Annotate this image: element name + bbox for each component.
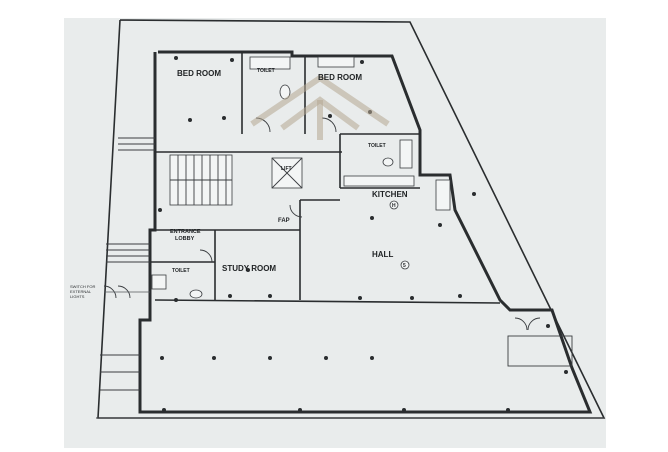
kitchen-marker-text: H [392, 203, 396, 209]
label-lift: LIFT [281, 166, 292, 172]
hall-marker-circle [400, 260, 410, 270]
kitchen-marker-circle [389, 200, 399, 210]
toilet-fixtures [151, 56, 413, 299]
label-toilet-1: TOILET [257, 68, 275, 74]
switch-note-line2: EXTERNAL [70, 289, 92, 294]
door-swings [103, 117, 541, 331]
kitchen-counters [343, 175, 451, 211]
label-entrance: ENTRANCE [170, 229, 201, 235]
switch-note-line1: SWITCH FOR [70, 284, 95, 289]
label-toilet-2: TOILET [368, 143, 386, 149]
label-study-room: STUDY ROOM [222, 264, 276, 273]
label-fap: FAP [278, 218, 290, 224]
label-bed-room-1: BED ROOM [177, 69, 221, 78]
watermark-logo [250, 74, 390, 140]
label-bed-room-2: BED ROOM [318, 73, 362, 82]
switch-note-line3: LIGHTS [70, 294, 85, 299]
lift-shaft [271, 157, 303, 189]
label-kitchen: KITCHEN [372, 190, 408, 199]
external-steps [100, 137, 573, 391]
label-toilet-3: TOILET [172, 268, 190, 274]
staircase [169, 154, 233, 206]
label-lobby: LOBBY [175, 236, 195, 242]
site-boundary [96, 19, 606, 419]
paper-sheet [64, 18, 606, 448]
hall-marker-text: 5 [403, 263, 406, 269]
label-hall: HALL [372, 250, 393, 259]
